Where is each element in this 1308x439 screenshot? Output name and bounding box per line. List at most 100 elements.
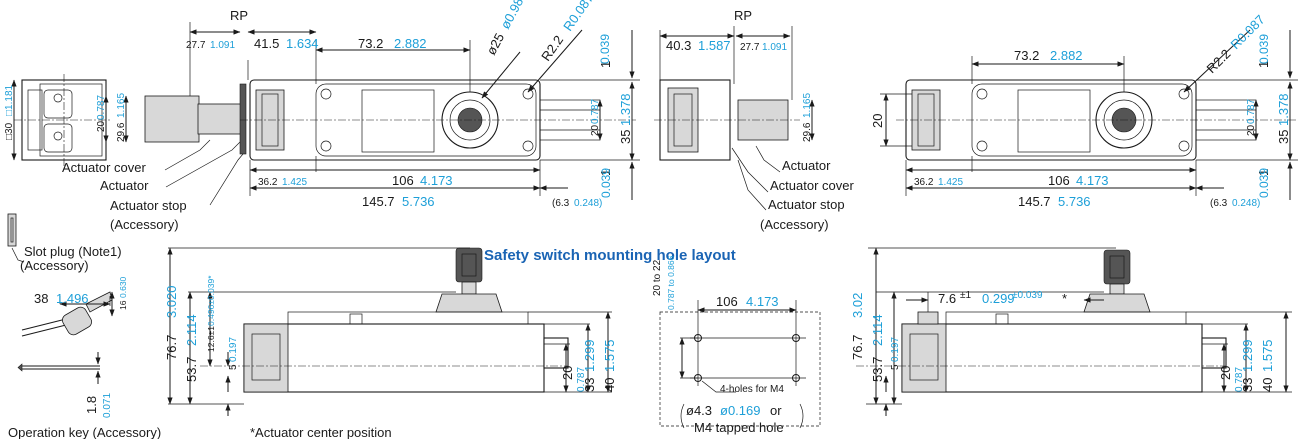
dim-text-inch: 1.091: [762, 42, 787, 53]
dim-text-inch: 0.787: [576, 367, 587, 392]
dim-text: 29.6: [116, 122, 127, 142]
slot-plug-and-key: [7, 213, 115, 384]
dim-text: R2.2: [538, 33, 566, 64]
dim-text: 16: [118, 300, 128, 310]
dim-text: 20: [560, 366, 575, 380]
dim-text-inch: 0.787: [96, 95, 107, 120]
label-slot-plug: Slot plug (Note1): [24, 244, 122, 259]
dim-text-inch: 5.736: [402, 194, 435, 209]
dim-text-inch: 0.197: [228, 337, 239, 362]
dim-text: 76.7: [164, 335, 179, 360]
dim-text-inch: 0.039: [1257, 34, 1271, 64]
mounting-hole-layout: [659, 300, 821, 427]
dim-text-inch: 3.02: [850, 293, 865, 318]
dim-text-inch: 0.496±0.039*: [206, 275, 216, 326]
dim-text: 20: [870, 114, 885, 128]
dim-text-inch: 0.787: [1246, 99, 1257, 124]
dim-text-inch: □1.181: [4, 84, 15, 116]
label-actuator-cover-right: Actuator cover: [770, 178, 854, 193]
dim-text: □30: [4, 122, 15, 140]
dim-text-inch: 2.114: [870, 314, 885, 346]
label-actuator-left: Actuator: [100, 178, 149, 193]
dim-text-inch: 0.299: [982, 291, 1015, 306]
actuator-plate: [144, 95, 200, 143]
dim-text: 145.7: [1018, 194, 1051, 209]
dim-text: 33: [1240, 378, 1255, 392]
dim-text-inch: 1.165: [802, 93, 813, 118]
dim-text: 40.3: [666, 38, 691, 53]
dim-text-inch: 1.299: [582, 339, 597, 372]
dim-text: (6.3: [1210, 198, 1228, 209]
dim-text-inch: 1.587: [698, 38, 731, 53]
label-4-holes: 4-holes for M4: [720, 384, 784, 395]
dim-text: ø4.3: [686, 403, 712, 418]
dim-text: 53.7: [184, 357, 199, 382]
label-actuator-cover-left: Actuator cover: [62, 160, 146, 175]
dim-text-inch: 2.882: [1050, 48, 1083, 63]
label-slot-plug-accessory: (Accessory): [20, 258, 89, 273]
label-accessory-right: (Accessory): [760, 217, 829, 232]
label-accessory-left: (Accessory): [110, 217, 179, 232]
dim-text: 27.7: [186, 40, 206, 51]
dim-text: 20: [590, 124, 601, 136]
top-left-view: [11, 22, 640, 206]
dim-text-inch: 1.091: [210, 40, 235, 51]
dim-text: 20 to 22: [652, 259, 663, 296]
dim-text: 36.2: [258, 177, 278, 188]
dim-text-tolerance: ±1: [960, 290, 971, 301]
dim-text: R2.2: [1204, 46, 1234, 76]
dim-text-or: or: [770, 403, 782, 418]
dim-text: 106: [392, 173, 414, 188]
dim-text: 38: [34, 291, 48, 306]
rp-label-right: RP: [734, 8, 752, 23]
dim-text-inch: R0.087: [560, 0, 596, 34]
dim-text-inch: 2.114: [184, 314, 199, 346]
dim-text: 20: [1246, 124, 1257, 136]
side-view-left: [167, 247, 612, 416]
label-actuator-stop-left: Actuator stop: [110, 198, 187, 213]
dim-text-inch: 1.425: [938, 177, 963, 188]
key-head: [455, 247, 483, 283]
label-actuator-right: Actuator: [782, 158, 831, 173]
dim-text-inch: 4.173: [420, 173, 453, 188]
dim-text-inch: 0.039: [1257, 168, 1271, 198]
dim-text-inch: 1.425: [282, 177, 307, 188]
label-actuator-center: *Actuator center position: [250, 425, 392, 439]
dim-text: 53.7: [870, 357, 885, 382]
dim-text-inch: 1.496: [56, 291, 89, 306]
dim-text: 35: [618, 130, 633, 144]
dim-text-inch: 0.630: [118, 276, 128, 298]
dim-text-inch: 1.378: [618, 93, 633, 126]
dim-text-inch: ø0.169: [720, 403, 760, 418]
dim-text-inch: 1.165: [116, 93, 127, 118]
dim-text-inch: 3.020: [164, 285, 179, 318]
dim-text: 1: [598, 169, 613, 176]
dim-text: 5: [890, 364, 901, 370]
dim-text: 40: [602, 378, 617, 392]
switch-side-body: [243, 323, 545, 393]
dim-text: ø25: [483, 31, 507, 58]
dim-text-inch: 0.787: [590, 99, 601, 124]
dim-text-inch-tolerance: ±0.039: [1012, 290, 1043, 301]
dim-text: 1: [1256, 61, 1271, 68]
top-right-view: [654, 26, 1298, 211]
dim-text-inch: 0.039: [599, 168, 613, 198]
dim-text: 35: [1276, 130, 1291, 144]
dim-text: 33: [582, 378, 597, 392]
dim-text-inch: 0.248): [574, 198, 602, 209]
dim-text: 106: [1048, 173, 1070, 188]
dim-text: 5: [228, 364, 239, 370]
slot-plug-shape: [7, 213, 17, 247]
dim-text: 20: [1218, 366, 1233, 380]
dim-text: 1: [1256, 169, 1271, 176]
dim-text: (6.3: [552, 198, 570, 209]
dim-text-inch: 1.575: [1260, 339, 1275, 372]
dim-text-inch: 2.882: [394, 36, 427, 51]
dim-text-star: *: [1062, 291, 1067, 306]
dim-text-inch: 4.173: [1076, 173, 1109, 188]
dim-text-inch: 0.039: [598, 34, 612, 64]
dim-text: 29.6: [802, 122, 813, 142]
dim-text: 106: [716, 294, 738, 309]
dim-text-inch: 0.787: [1234, 367, 1245, 392]
